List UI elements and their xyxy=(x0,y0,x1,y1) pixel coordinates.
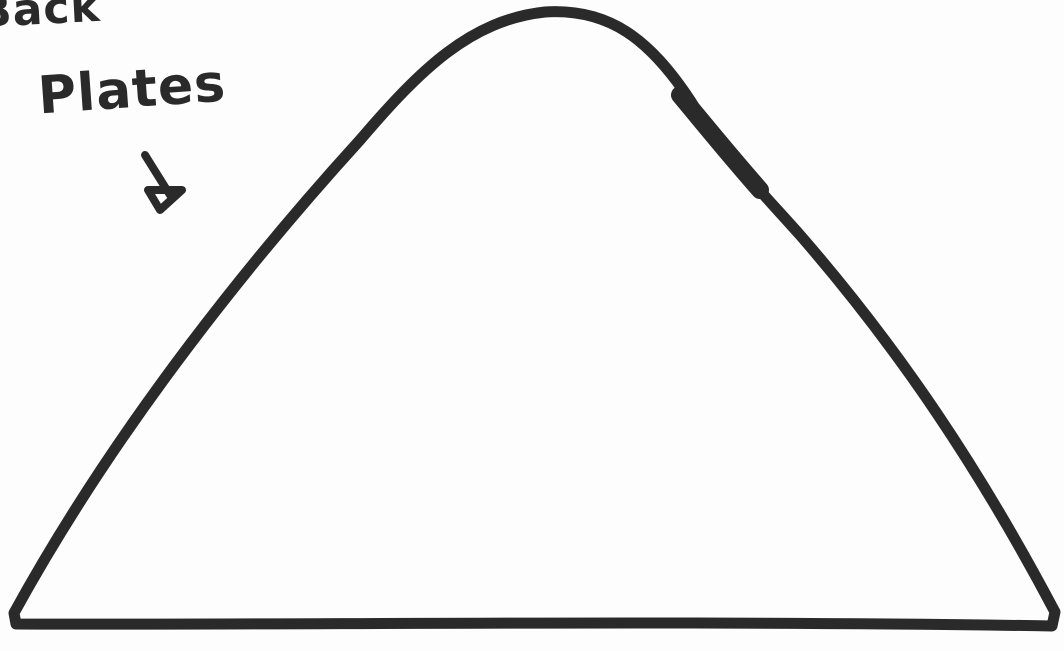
ink-thick-stroke xyxy=(680,95,760,190)
arrow-down-icon xyxy=(145,155,182,210)
back-plate-outline xyxy=(14,12,1055,626)
